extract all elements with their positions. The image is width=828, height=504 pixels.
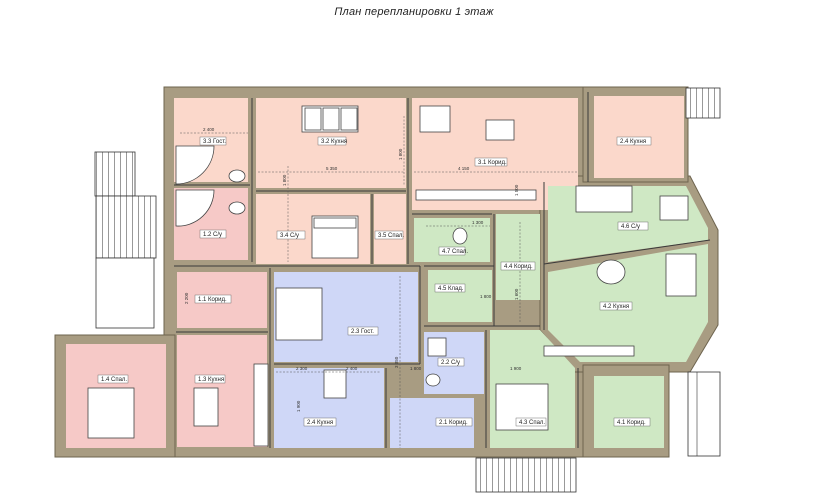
dim-label: 1 800 xyxy=(282,174,287,186)
room-label-4-1: 4.1 Корид. xyxy=(617,420,646,426)
dim-label: 2 300 xyxy=(296,366,308,371)
dim-label: 1 800 xyxy=(398,148,403,160)
kitchen-counter xyxy=(415,189,537,201)
bathtub xyxy=(175,189,215,227)
bed xyxy=(575,185,633,213)
dim-label: 2 400 xyxy=(203,127,215,132)
plan-title: План перепланировки 1 этаж xyxy=(334,6,494,18)
sofa xyxy=(665,253,697,297)
round-table xyxy=(596,259,626,285)
armchair xyxy=(419,105,451,133)
bathtub xyxy=(175,145,215,185)
dining-table xyxy=(193,387,219,427)
room-label-4-7: 4.6 С/у xyxy=(621,224,640,230)
dim-label: 5 350 xyxy=(326,166,338,171)
dining-table xyxy=(323,369,347,399)
room-label-3-1: 2.4 Кухня xyxy=(620,139,646,145)
room-1-3 xyxy=(177,335,267,447)
room-label-4-6: 4.7 Спал. xyxy=(442,249,468,255)
dim-label: 1 900 xyxy=(296,400,301,412)
room-label-2-3: 2.3 Гост. xyxy=(351,329,374,335)
dim-label: 3 350 xyxy=(394,356,399,368)
room-label-1-4: 1.4 Спал. xyxy=(101,377,127,383)
room-label-2-4: 2.4 Кухня xyxy=(307,420,333,426)
dimension-labels: 2 400 5 350 1 800 1 800 4 150 1 500 1 30… xyxy=(184,127,522,412)
room-label-2-1: 2.1 Корид. xyxy=(439,420,468,426)
dim-label: 2 200 xyxy=(184,292,189,304)
room-4-4 xyxy=(496,214,540,300)
room-4-1 xyxy=(594,376,664,448)
dim-label: 1 900 xyxy=(510,366,522,371)
room-label-3-2: 3.1 Корид. xyxy=(478,160,507,166)
dim-label: 1 600 xyxy=(514,288,519,300)
room-label-1-1: 1.1 Корид. xyxy=(198,297,227,303)
dining-table xyxy=(485,119,515,141)
room-label-3-3: 3.2 Кухня xyxy=(321,139,347,145)
room-label-3-6: 3.5 Спал. xyxy=(378,233,404,239)
room-label-3-4: 3.3 Гост. xyxy=(203,139,226,145)
room-label-1-3: 1.3 Кухня xyxy=(198,377,224,383)
dim-label: 1 500 xyxy=(514,184,519,196)
dim-label: 2 400 xyxy=(346,366,358,371)
dim-label: 1 300 xyxy=(472,220,484,225)
room-label-4-5: 4.5 Клад. xyxy=(438,286,464,292)
room-label-2-2: 2.2 С/у xyxy=(441,360,460,366)
room-label-4-3: 4.3 Спал. xyxy=(519,420,545,426)
room-label-1-2: 1.2 С/у xyxy=(203,232,222,238)
room-3-6 xyxy=(374,194,406,264)
dim-label: 1 800 xyxy=(480,294,492,299)
room-label-4-4: 4.4 Корид. xyxy=(504,264,533,270)
dimension-lines xyxy=(180,116,578,448)
kitchen-counter xyxy=(543,345,635,357)
sofa xyxy=(275,287,323,341)
room-4-5 xyxy=(428,270,492,322)
kitchen-counter xyxy=(253,363,269,447)
partitions xyxy=(174,92,711,448)
room-labels: 3.3 Гост. 1.2 С/у 1.1 Корид. 1.3 Кухня 1… xyxy=(97,136,652,427)
room-label-3-5: 3.4 С/у xyxy=(280,233,299,239)
bed xyxy=(87,387,135,439)
room-label-4-2: 4.2 Кухня xyxy=(603,304,629,310)
dim-label: 1 800 xyxy=(410,366,422,371)
dim-label: 4 150 xyxy=(458,166,470,171)
staircases xyxy=(94,87,721,493)
